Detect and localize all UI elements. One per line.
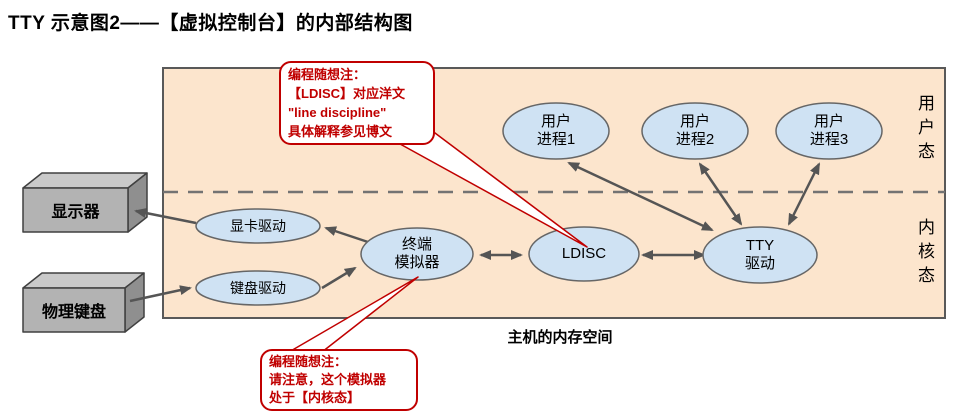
monitor-box [22, 172, 148, 233]
node-user-process-3-line1: 用户 [813, 113, 844, 130]
callout-emulator-note-line2: 请注意，这个模拟器 [269, 372, 387, 387]
node-terminal-emulator: 终端 模拟器 [361, 228, 473, 280]
arrows-layer [129, 161, 821, 303]
callout-ldisc-note: 编程随想注： 【LDISC】对应洋文 "line discipline" 具体解… [279, 61, 435, 145]
node-gpu-driver-shape [195, 208, 321, 244]
node-kbd-driver-label: 键盘驱动 [230, 280, 286, 296]
node-user-process-2-line1: 用户 [679, 113, 710, 130]
node-user-process-1-line1: 用户 [540, 113, 571, 130]
monitor-label: 显示器 [51, 204, 100, 221]
arrow-keyboard-to-kbd-driver [129, 285, 192, 303]
node-terminal-emulator-line2: 模拟器 [394, 254, 440, 271]
diagram-title: TTY 示意图2——【虚拟控制台】的内部结构图 [8, 13, 413, 34]
arrow-kbd-driver-to-terminal [321, 266, 357, 290]
keyboard-label: 物理键盘 [41, 304, 106, 321]
node-tty-driver-line1: TTY [745, 237, 775, 254]
callout-emulator-note-line3: 处于【内核态】 [269, 390, 361, 405]
node-ldisc: LDISC [529, 227, 639, 281]
node-user-process-1: 用户 进程1 [503, 103, 609, 159]
node-terminal-emulator-line1: 终端 [401, 236, 432, 253]
region-label-user-mode: 用户态 [915, 94, 934, 166]
node-kbd-driver: 键盘驱动 [196, 271, 320, 305]
node-terminal-emulator-shape [360, 227, 474, 281]
node-user-process-1-shape [502, 102, 610, 160]
node-user-process-2-line2: 进程2 [675, 131, 715, 148]
callout-ldisc-note-line3: "line discipline" [288, 105, 387, 120]
callout-emulator-note-line1: 编程随想注： [269, 354, 348, 369]
node-user-process-3-shape [775, 102, 883, 160]
region-label-kernel-mode: 内核态 [915, 218, 934, 290]
node-kbd-driver-shape [195, 270, 321, 306]
arrow-terminal-to-gpu-driver [324, 226, 372, 245]
node-tty-driver-line2: 驱动 [744, 255, 775, 272]
callout-ldisc-note-line4: 具体解释参见博文 [288, 124, 393, 139]
node-tty-driver: TTY 驱动 [703, 227, 817, 283]
node-user-process-1-line2: 进程1 [536, 131, 576, 148]
node-gpu-driver: 显卡驱动 [196, 209, 320, 243]
arrow-tty-process1 [567, 161, 714, 232]
node-ldisc-shape [528, 226, 640, 282]
callout-ldisc-note-line2: 【LDISC】对应洋文 [288, 86, 406, 101]
arrow-tty-process2 [698, 162, 743, 226]
node-user-process-2-shape [641, 102, 749, 160]
arrow-tty-process3 [787, 162, 821, 226]
keyboard-box [22, 272, 145, 333]
nodes-layer [195, 102, 883, 306]
callout-emulator-note: 编程随想注： 请注意，这个模拟器 处于【内核态】 [260, 349, 418, 411]
node-user-process-3: 用户 进程3 [776, 103, 882, 159]
node-tty-driver-shape [702, 226, 818, 284]
callout-ldisc-note-line1: 编程随想注： [288, 67, 367, 82]
node-ldisc-label: LDISC [561, 245, 607, 262]
node-user-process-2: 用户 进程2 [642, 103, 748, 159]
arrow-gpu-driver-to-monitor [134, 208, 197, 225]
node-gpu-driver-label: 显卡驱动 [230, 218, 286, 234]
node-user-process-3-line2: 进程3 [809, 131, 849, 148]
memory-space-label: 主机的内存空间 [507, 329, 613, 346]
